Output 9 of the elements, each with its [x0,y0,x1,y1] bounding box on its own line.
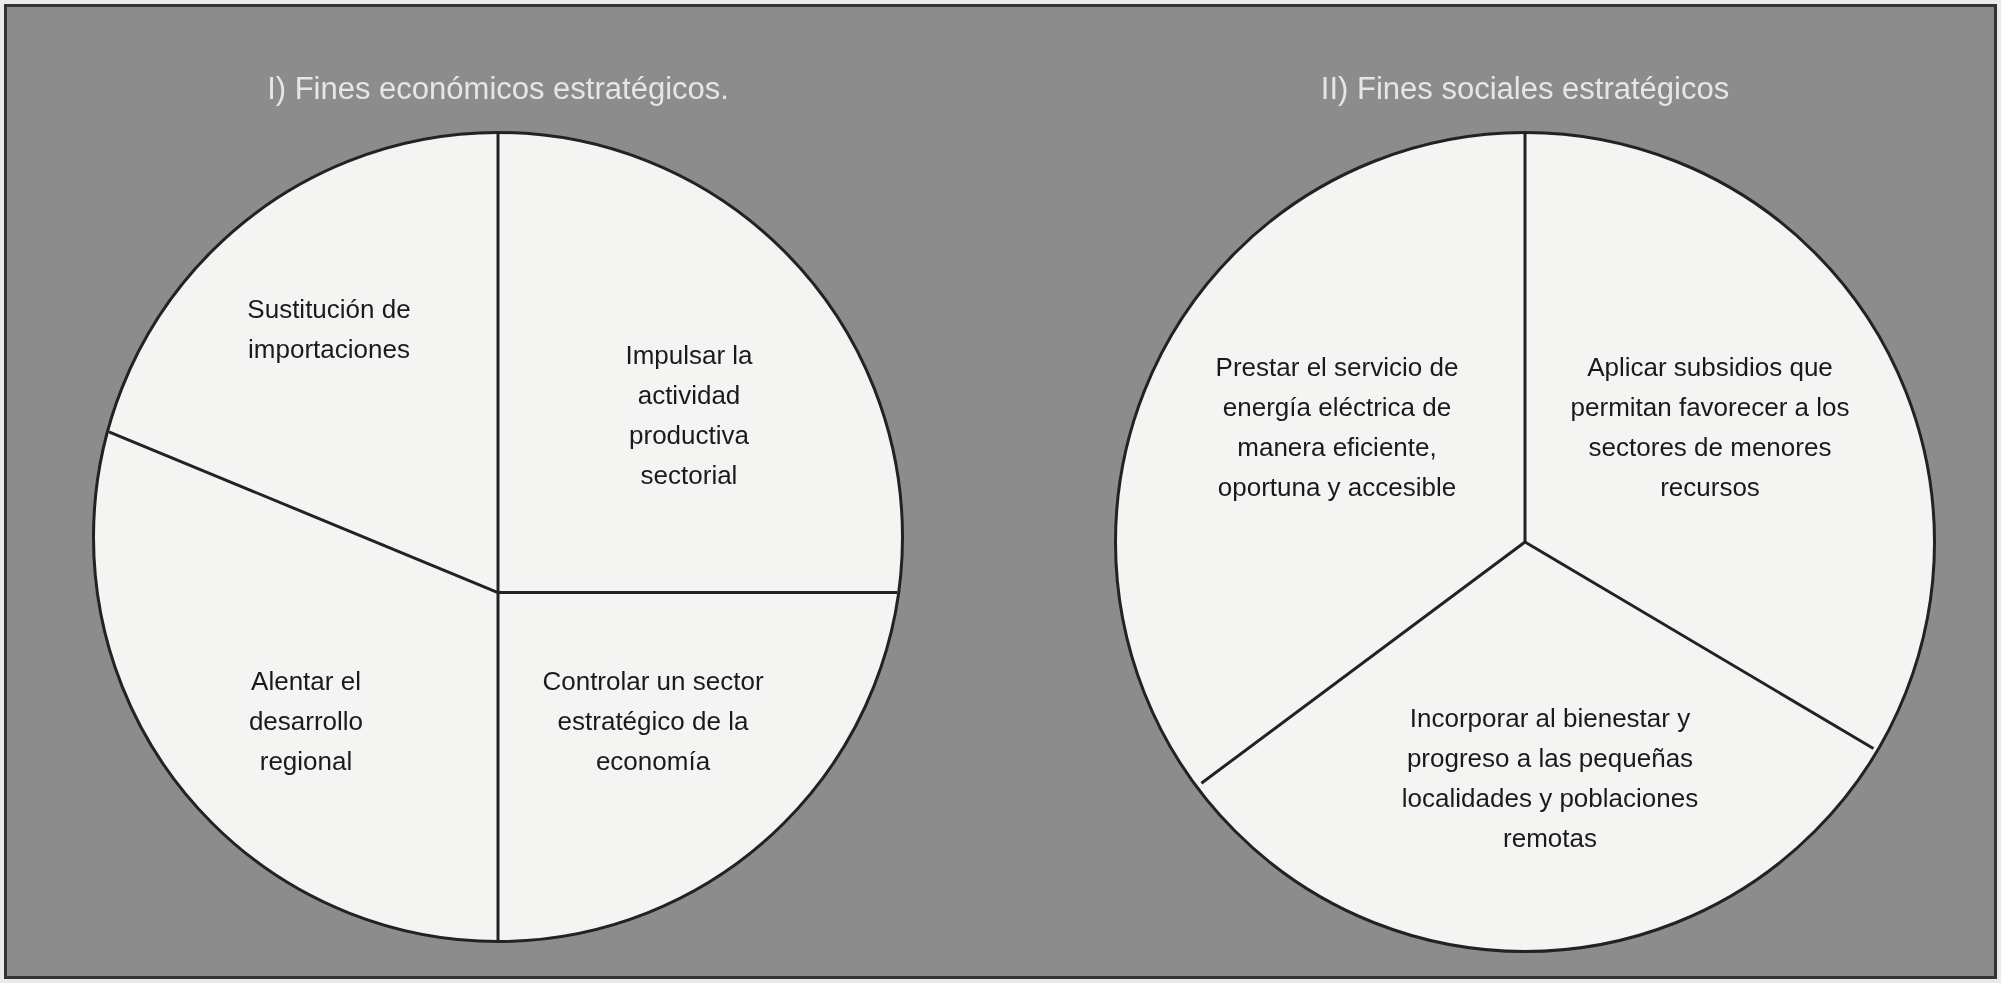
pie-segment-label: Incorporar al bienestar y progreso a las pequeñas localidades y poblaciones remotas [1380,698,1720,858]
pie-segment-label: Aplicar subsidios que permitan favorecer a los sectores de menores recursos [1555,347,1865,507]
pie-segment-label: Alentar el desarrollo regional [211,661,401,781]
pie-segment-label: Sustitución de importaciones [214,289,444,369]
pie-title: II) Fines sociales estratégicos [1320,69,1730,108]
pie-segment-label: Impulsar la actividad productiva sectorial [604,335,774,495]
pie-title: I) Fines económicos estratégicos. [267,69,729,108]
pie-segment-label: Controlar un sector estratégico de la economía [528,661,778,781]
pie-segment-label: Prestar el servicio de energía eléctrica de manera eficiente, oportuna y accesible [1192,347,1482,507]
